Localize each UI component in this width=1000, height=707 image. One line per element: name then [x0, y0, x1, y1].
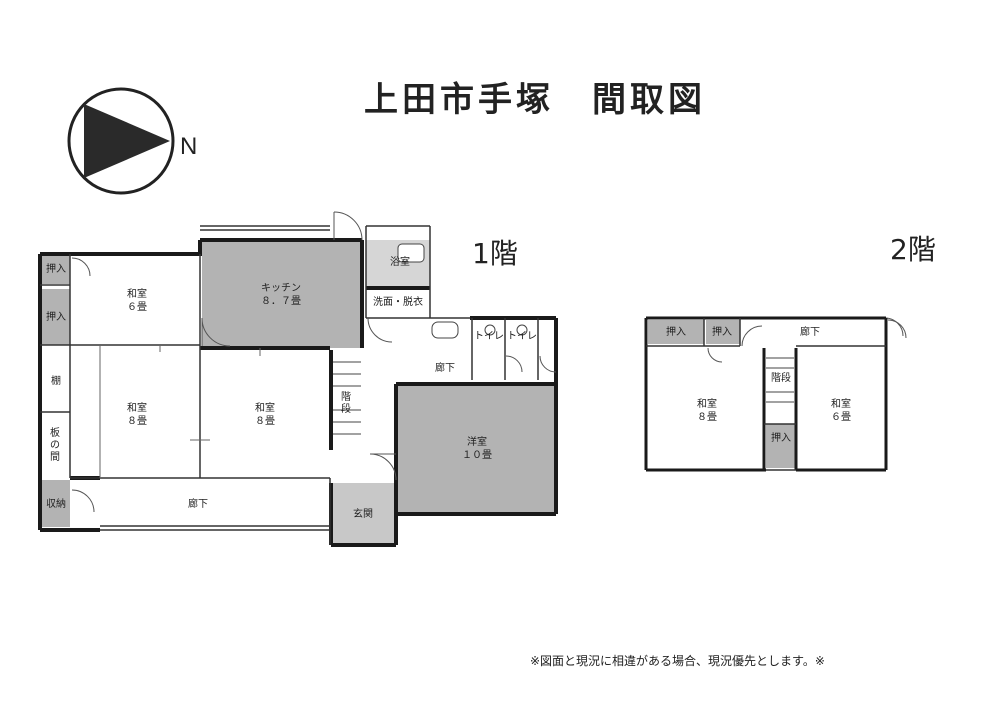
f2-oshiire-b-label: 押入 [712, 327, 732, 338]
f1-kitchen-label: キッチン ８．７畳 [261, 283, 301, 307]
f1-washitsu-8b-label: 和室 ８畳 [255, 403, 275, 427]
f1-toilet-b-label: トイレ [507, 331, 537, 342]
f1-ita-no-ma-label: 板の間 [50, 428, 60, 463]
f1-oshiire-a-label: 押入 [46, 264, 66, 275]
floor1-stairs [333, 361, 361, 435]
f1-youshitsu-label: 洋室 １０畳 [462, 437, 492, 461]
f1-toilet-a-label: トイレ [474, 331, 504, 342]
compass-icon [67, 87, 175, 195]
f1-rouka-bottom-label: 廊下 [188, 499, 208, 510]
toilet-icon [516, 324, 528, 336]
floor1-label: 1階 [472, 237, 518, 270]
f1-kaidan-label: 階段 [341, 392, 351, 415]
bathtub-icon [397, 243, 425, 263]
f2-washitsu-8-label: 和室 ８畳 [697, 399, 717, 423]
f1-shuno-label: 収納 [46, 499, 66, 510]
f1-rouka-center-label: 廊下 [435, 363, 455, 374]
north-label: N [180, 133, 198, 160]
f1-yokushitsu-label: 浴室 [390, 257, 410, 268]
f2-oshiire-a-label: 押入 [666, 327, 686, 338]
f2-kaidan-label: 階段 [771, 373, 791, 384]
sink-icon [431, 321, 459, 339]
f2-washitsu-6-label: 和室 ６畳 [831, 399, 851, 423]
f1-washitsu-8a-label: 和室 ８畳 [127, 403, 147, 427]
f1-oshiire-b-label: 押入 [46, 312, 66, 323]
disclaimer-text: ※図面と現況に相違がある場合、現況優先とします。※ [530, 654, 825, 668]
toilet-icon [484, 324, 496, 336]
floor2-label: 2階 [890, 233, 936, 266]
f1-washitsu-6-label: 和室 ６畳 [127, 289, 147, 313]
floor1-doors [71, 211, 904, 513]
f1-tana-label: 棚 [51, 376, 61, 387]
f2-oshiire-c-label: 押入 [771, 433, 791, 444]
f2-rouka-label: 廊下 [800, 327, 820, 338]
f1-senmen-label: 洗面・脱衣 [373, 297, 423, 308]
page-title: 上田市手塚 間取図 [364, 80, 706, 120]
f1-genkan-label: 玄関 [353, 509, 373, 520]
